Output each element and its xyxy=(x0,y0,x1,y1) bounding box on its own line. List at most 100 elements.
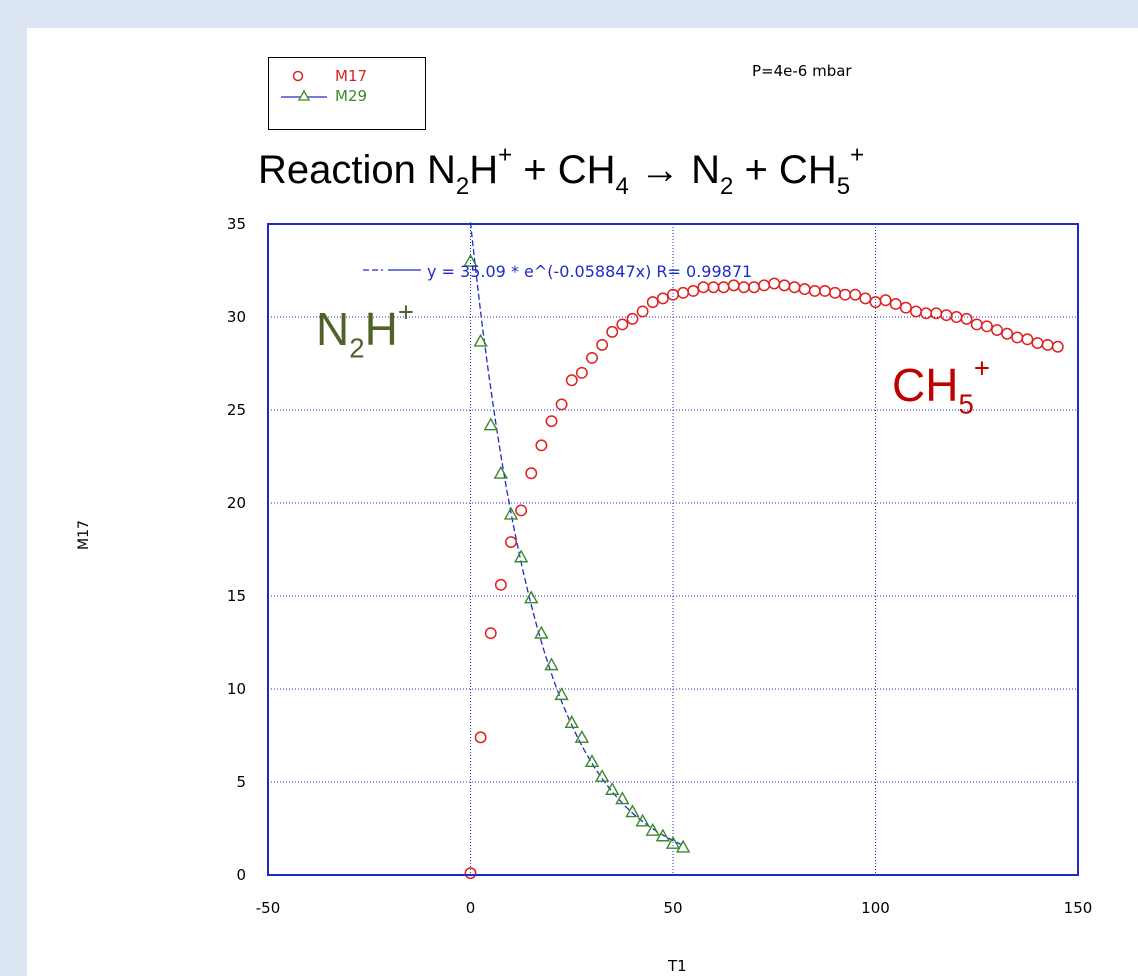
m17-point xyxy=(960,312,973,325)
m17-point xyxy=(889,298,902,310)
m17-point xyxy=(940,309,953,322)
m17-point xyxy=(778,279,791,292)
m17-point xyxy=(758,279,771,292)
m29-point xyxy=(544,657,559,671)
x-tick-label: 0 xyxy=(466,899,476,917)
legend: M17 M29 xyxy=(268,57,426,130)
m17-point xyxy=(930,307,943,320)
legend-label-m29: M29 xyxy=(335,87,368,105)
m17-point xyxy=(859,292,872,305)
m17-point xyxy=(646,296,659,309)
m29-point xyxy=(625,804,640,818)
m17-point xyxy=(626,312,639,325)
m17-point xyxy=(1041,338,1054,351)
m17-point xyxy=(970,318,983,331)
m29-point xyxy=(564,715,579,728)
m17-point xyxy=(677,286,690,299)
m17-point xyxy=(1031,337,1044,349)
y-tick-label: 0 xyxy=(236,866,246,884)
y-axis-label: M17 xyxy=(76,520,92,550)
m17-point xyxy=(656,292,669,305)
m17-point xyxy=(596,338,609,351)
reaction-title: Reaction N2H+ + CH4 → N2 + CH5+ xyxy=(258,141,865,200)
m17-point xyxy=(464,867,477,880)
m17-point xyxy=(636,305,649,318)
m17-point xyxy=(667,288,679,301)
m17-point xyxy=(1021,333,1034,346)
m17-point xyxy=(808,285,821,297)
m17-point xyxy=(879,294,892,307)
m17-point xyxy=(1051,340,1064,353)
m17-point xyxy=(717,281,730,294)
m17-point xyxy=(798,283,811,296)
m17-point xyxy=(565,374,578,387)
m17-point xyxy=(616,318,629,331)
m17-point xyxy=(839,288,852,301)
x-axis-label: T1 xyxy=(668,957,687,975)
m17-point xyxy=(545,415,558,428)
fit-equation-label: y = 35.09 * e^(-0.058847x) R= 0.99871 xyxy=(427,262,753,281)
m29-point xyxy=(513,549,529,563)
m29-point xyxy=(645,822,660,836)
m17-point xyxy=(525,467,538,480)
data-series xyxy=(463,253,1064,880)
m29-point xyxy=(534,625,549,639)
m29-point xyxy=(584,754,600,768)
m29-point xyxy=(635,813,650,827)
m29-point xyxy=(594,768,610,782)
m17-point xyxy=(505,536,517,549)
m17-point xyxy=(515,504,528,517)
slide-panel xyxy=(27,28,1138,976)
m17-point xyxy=(899,301,912,314)
m17-point xyxy=(697,281,710,294)
m29-point xyxy=(675,839,691,853)
y-tick-label: 10 xyxy=(227,680,246,698)
fit-line xyxy=(469,222,684,846)
m17-point xyxy=(707,281,720,294)
m17-point xyxy=(575,366,588,379)
m17-point xyxy=(727,279,740,292)
m17-point xyxy=(586,351,598,364)
x-tick-label: -50 xyxy=(256,899,281,917)
m29-point xyxy=(463,253,478,267)
triangle-line-marker-icon xyxy=(281,89,327,101)
legend-label-m17: M17 xyxy=(335,67,368,85)
n2h-plus-annotation: N2H+ xyxy=(316,296,414,364)
m29-point xyxy=(503,506,519,520)
plot-frame xyxy=(267,223,1079,876)
m17-point xyxy=(484,627,497,640)
m17-point xyxy=(910,305,922,318)
m17-point xyxy=(687,285,700,297)
m17-point xyxy=(606,325,619,338)
m17-point xyxy=(555,398,568,411)
m17-point xyxy=(474,731,487,744)
y-tick-label: 30 xyxy=(227,308,246,326)
m17-point xyxy=(849,288,862,301)
x-tick-label: 50 xyxy=(663,899,682,917)
m17-point xyxy=(991,324,1003,336)
m29-point xyxy=(665,835,681,849)
m17-point xyxy=(535,439,548,452)
m17-point xyxy=(920,307,933,320)
m29-point xyxy=(655,828,671,842)
m17-point xyxy=(788,281,801,294)
m17-point xyxy=(980,320,993,333)
pressure-label: P=4e-6 mbar xyxy=(752,62,852,80)
y-tick-label: 25 xyxy=(227,401,246,419)
m29-point xyxy=(524,590,539,604)
y-tick-label: 5 xyxy=(236,773,246,791)
m29-point xyxy=(615,791,630,805)
m29-point xyxy=(605,781,620,795)
circle-marker-icon xyxy=(292,70,304,82)
m29-point xyxy=(574,729,590,743)
x-tick-label: 100 xyxy=(861,899,890,917)
m17-point xyxy=(829,286,841,299)
m17-point xyxy=(748,281,760,294)
x-tick-label: 150 xyxy=(1064,899,1093,917)
m17-point xyxy=(494,578,507,591)
m17-point xyxy=(818,285,831,297)
m17-point xyxy=(1011,331,1024,344)
m29-point xyxy=(473,333,488,347)
m29-point xyxy=(483,417,498,431)
